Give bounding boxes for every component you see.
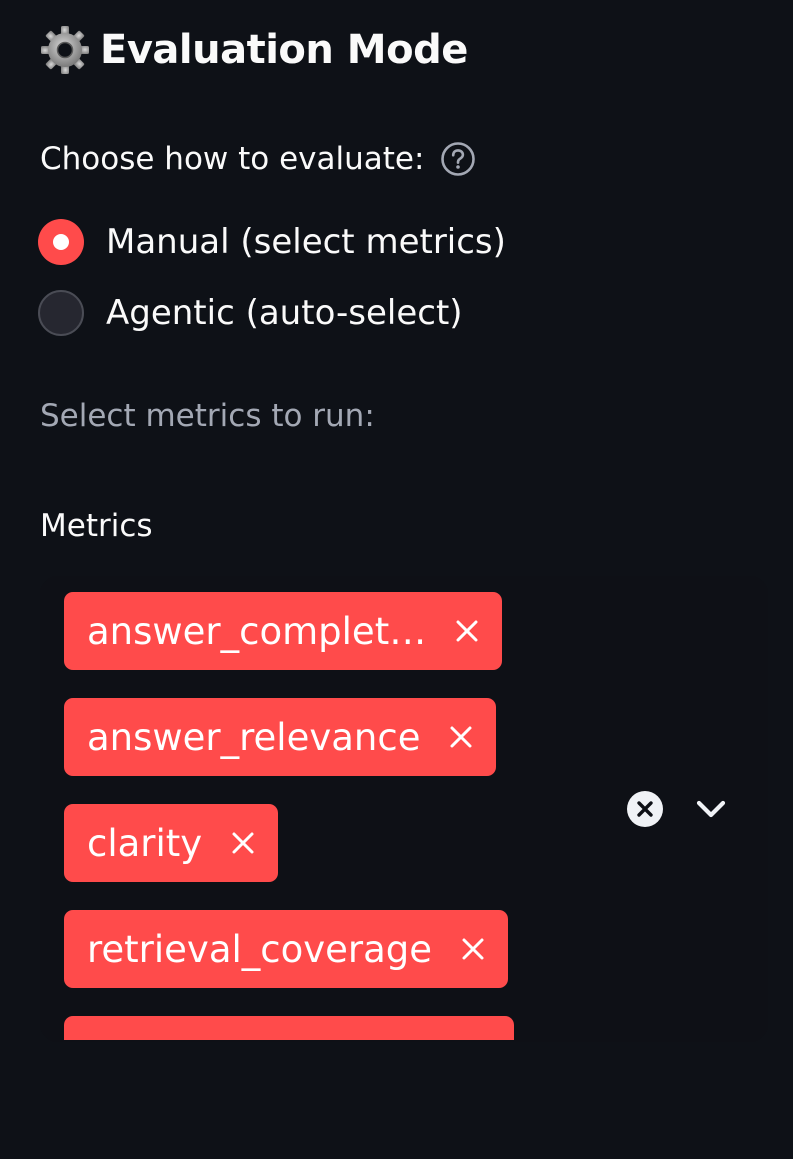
metrics-label: Metrics	[40, 508, 153, 544]
metric-tag: retrieval_coverage	[64, 910, 509, 988]
metric-tag-label: retrieval_coverage	[87, 927, 433, 971]
radio-option-label: Agentic (auto-select)	[106, 293, 463, 333]
metric-tag: answer_relevance	[64, 698, 497, 776]
evaluation-mode-header: Evaluation Mode	[38, 22, 468, 78]
metric-tag-label: clarity	[87, 821, 203, 865]
remove-tag-icon[interactable]	[448, 724, 474, 750]
radio-group-label: Choose how to evaluate:	[40, 141, 425, 177]
metric-tag	[64, 1016, 514, 1040]
remove-tag-icon[interactable]	[230, 830, 256, 856]
radio-option-agentic[interactable]: Agentic (auto-select)	[38, 288, 463, 338]
chevron-down-icon[interactable]	[694, 794, 728, 824]
radio-option-manual[interactable]: Manual (select metrics)	[38, 217, 506, 267]
radio-button-selected[interactable]	[38, 219, 84, 265]
question-circle-icon[interactable]	[440, 141, 476, 177]
selected-tags-list: answer_complet… answer_relevance clarity…	[64, 592, 604, 1040]
metrics-caption: Select metrics to run:	[40, 398, 375, 434]
metrics-multiselect[interactable]: answer_complet… answer_relevance clarity…	[40, 576, 768, 1042]
remove-tag-icon[interactable]	[454, 618, 480, 644]
metric-tag: clarity	[64, 804, 279, 882]
radio-option-label: Manual (select metrics)	[106, 222, 506, 262]
metric-tag-label: answer_complet…	[87, 609, 427, 653]
remove-tag-icon[interactable]	[460, 936, 486, 962]
clear-circle-icon[interactable]	[626, 790, 664, 828]
page-title: Evaluation Mode	[100, 27, 468, 73]
gear-icon	[41, 26, 89, 74]
metric-tag-label: answer_relevance	[87, 715, 421, 759]
metric-tag: answer_complet…	[64, 592, 503, 670]
radio-button-unselected[interactable]	[38, 290, 84, 336]
evaluation-mode-question: Choose how to evaluate:	[40, 136, 476, 182]
